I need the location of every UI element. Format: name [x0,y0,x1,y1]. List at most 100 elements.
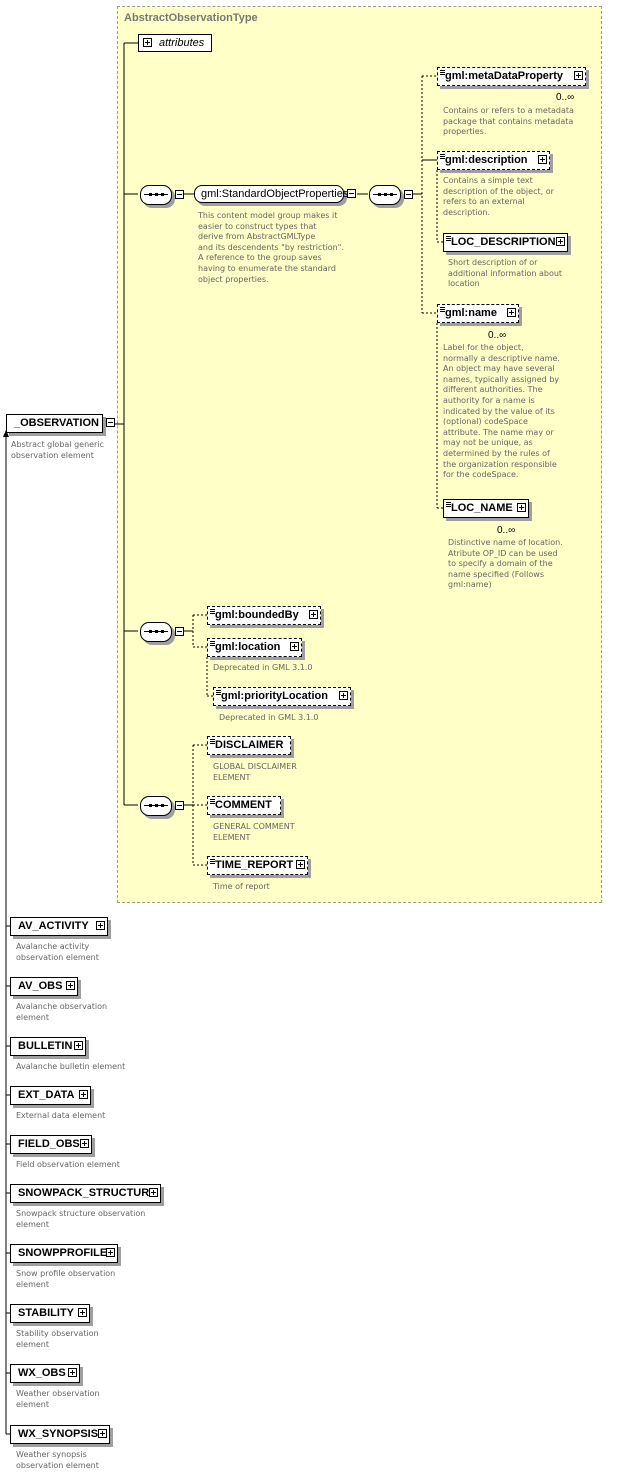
expand-icon[interactable] [79,1090,88,1099]
expand-icon[interactable] [556,237,565,246]
root-element-name: _OBSERVATION [14,417,99,429]
sequence-compositor-4[interactable] [140,796,184,816]
description-line: to specify a domain of the [448,559,553,569]
group-name: gml:StandardObjectProperties [201,188,349,200]
element-description: Time of report [213,882,363,893]
expand-icon[interactable] [290,642,299,651]
element-gml-prioritylocation[interactable]: gml:priorityLocation [213,687,351,706]
description-line: Time of report [213,882,270,891]
element-loc-name[interactable]: LOC_NAME [443,499,529,518]
element-gml-description[interactable]: gml:description [437,151,550,170]
description-line: the organization responsible [443,459,557,469]
collapse-icon[interactable] [347,189,356,198]
substitution-element-wx-synopsis[interactable]: WX_SYNOPSIS [10,1425,110,1444]
description-line: External data element [16,1111,106,1120]
sequence-compositor-1[interactable] [140,185,184,205]
collapse-icon[interactable] [175,801,184,810]
expand-icon[interactable] [296,860,305,869]
description-line: gml:name) [448,580,492,590]
expand-icon[interactable] [574,71,583,80]
collapse-icon[interactable] [175,190,184,199]
element-gml-name[interactable]: gml:name [437,304,519,323]
description-line: observation element [16,1460,99,1470]
element-gml-metadataproperty[interactable]: gml:metaDataProperty [437,67,586,86]
description-line: Snow profile observation [16,1269,116,1278]
element-name: AV_OBS [18,980,63,992]
expand-icon[interactable] [517,503,526,512]
description-line: An object may have several [443,364,555,374]
expand-icon[interactable] [96,921,105,930]
root-element-description: Abstract global generic observation elem… [11,440,104,460]
description-line: Contains a simple text [443,176,533,185]
element-comment[interactable]: COMMENT [207,796,281,815]
description-line: element [16,1279,49,1289]
expand-icon[interactable] [143,38,152,47]
expand-icon[interactable] [80,1139,89,1148]
description-line: for the codeSpace. [443,470,519,480]
description-line: attribute. The name may or [443,427,554,437]
collapse-icon[interactable] [404,190,413,199]
description-line: element [16,1399,49,1409]
description-line: ELEMENT [213,772,251,782]
substitution-element-snowpack-structure[interactable]: SNOWPACK_STRUCTURE [10,1184,161,1203]
sequence-compositor-2[interactable] [369,185,413,205]
substitution-element-av-obs[interactable]: AV_OBS [10,977,78,996]
attributes-node[interactable]: attributes [138,34,212,52]
element-time-report[interactable]: TIME_REPORT [207,856,308,875]
description-line: refers to an external [443,197,525,207]
substitution-element-ext-data[interactable]: EXT_DATA [10,1086,91,1105]
expand-icon[interactable] [149,1188,158,1197]
description-line: Field observation element [16,1160,120,1169]
expand-icon[interactable] [339,691,348,700]
substitution-element-stability[interactable]: STABILITY [10,1304,90,1323]
description-line: package that contains metadata [443,116,574,126]
substitution-element-snowpprofile[interactable]: SNOWPPROFILE [10,1244,118,1263]
expand-icon[interactable] [309,610,318,619]
element-description: Avalanche bulletin element [16,1062,176,1073]
description-line: Label for the object, [443,343,524,352]
root-element-observation[interactable]: _OBSERVATION [6,414,115,433]
expand-icon[interactable] [66,981,75,990]
substitution-element-field-obs[interactable]: FIELD_OBS [10,1135,92,1154]
expand-icon[interactable] [78,1308,87,1317]
description-line: normally a descriptive name. [443,353,560,363]
description-line: properties. [443,127,487,137]
element-name: SNOWPACK_STRUCTURE [18,1187,157,1199]
description-line: Weather observation [16,1389,100,1398]
element-name: FIELD_OBS [18,1138,80,1150]
element-disclaimer[interactable]: DISCLAIMER [207,736,291,755]
attributes-label: attributes [159,37,205,49]
description-line: Avalanche observation [16,1002,108,1011]
expand-icon[interactable] [538,155,547,164]
description-line: having to enumerate the standard [198,263,336,273]
expand-icon[interactable] [74,1041,83,1050]
element-loc-description[interactable]: LOC_DESCRIPTION [443,233,568,252]
description-line: object properties. [198,274,269,284]
expand-icon[interactable] [98,1429,107,1438]
group-standard-object-properties[interactable]: gml:StandardObjectProperties [194,185,356,203]
collapse-icon[interactable] [106,418,115,427]
substitution-element-av-activity[interactable]: AV_ACTIVITY [10,917,108,936]
expand-icon[interactable] [106,1248,115,1257]
element-description: Distinctive name of location.Atribute OP… [448,538,598,591]
element-description: Deprecated in GML 3.1.0 [213,663,313,672]
element-gml-location[interactable]: gml:location [207,638,302,657]
expand-icon[interactable] [68,1368,77,1377]
sequence-compositor-3[interactable] [140,622,184,642]
expand-icon[interactable] [507,308,516,317]
element-gml-boundedby[interactable]: gml:boundedBy [207,606,321,625]
substitution-element-bulletin[interactable]: BULLETIN [10,1037,86,1056]
substitution-element-wx-obs[interactable]: WX_OBS [10,1364,80,1383]
description-line: names, typically assigned by [443,374,560,384]
collapse-icon[interactable] [175,627,184,636]
description-line: and its descendents "by restriction". [198,242,344,252]
description-line: additional information about [448,268,563,278]
element-name: gml:description [445,154,528,166]
description-line: This content model group makes it [198,211,338,220]
